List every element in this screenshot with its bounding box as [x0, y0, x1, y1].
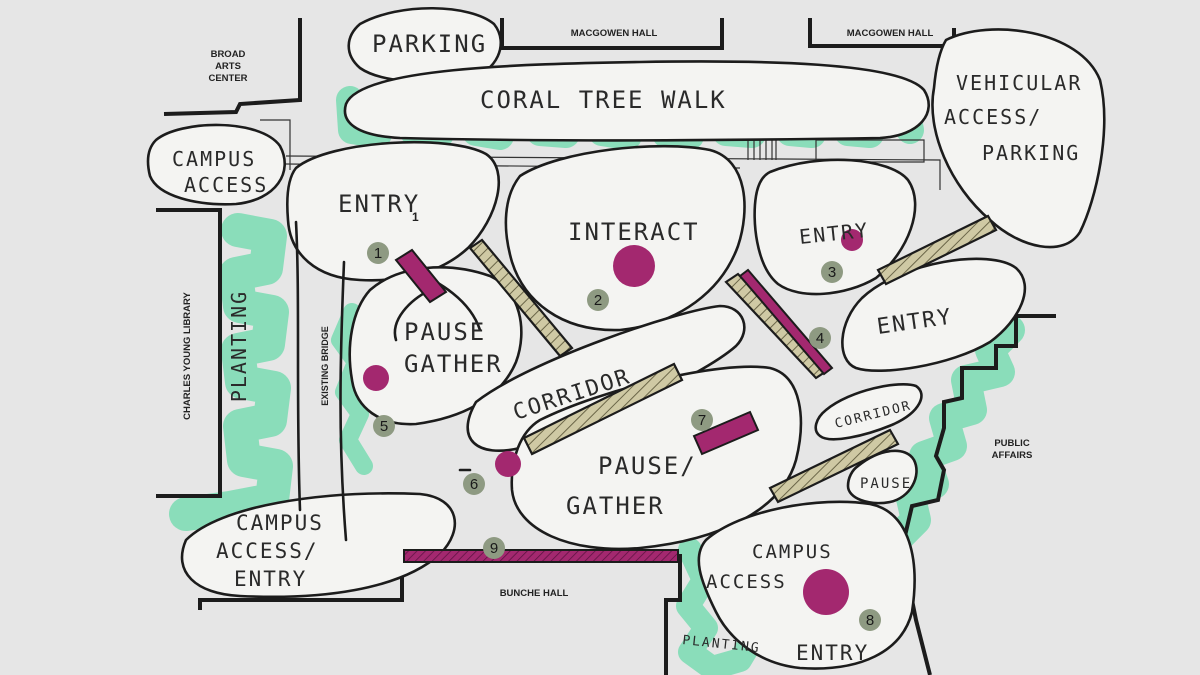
label-pause-small: PAUSE [860, 476, 912, 492]
label-public-affairs-1: PUBLIC [994, 438, 1030, 449]
label-charles-young: CHARLES YOUNG LIBRARY [182, 291, 193, 419]
zone-bubbles [146, 6, 1106, 670]
plum-wall-4 [738, 268, 834, 376]
bubble-entry-mid-right [841, 257, 1027, 372]
marker-7: 7 [691, 409, 713, 431]
plum-dot-campus-access [803, 569, 849, 615]
label-campus-access-left-1: CAMPUS [172, 147, 256, 171]
label-bunche-hall: BUNCHE HALL [500, 588, 569, 599]
label-existing-bridge: EXISTING BRIDGE [320, 326, 330, 406]
label-coral-tree-walk: CORAL TREE WALK [480, 86, 727, 114]
hatched-wall-e [768, 428, 900, 504]
plum-seating-1 [394, 248, 448, 304]
label-pause-gather-center-1: PAUSE/ [598, 452, 697, 480]
svg-text:6: 6 [470, 476, 478, 493]
zone-labels: PARKING CORAL TREE WALK VEHICULAR ACCESS… [172, 30, 1082, 665]
hatched-walls [468, 214, 998, 504]
label-macgowen-left: MACGOWEN HALL [571, 28, 658, 39]
bubble-corridor-center [466, 304, 746, 453]
bubble-campus-access-left [146, 123, 286, 206]
planting-wash-bridge [331, 303, 373, 475]
label-pause-gather-left-1: PAUSE [404, 318, 486, 346]
marker-9: 9 [483, 537, 505, 559]
label-planting-left: PLANTING [227, 290, 251, 402]
marker-4: 4 [809, 327, 831, 349]
plum-dot-pause-left [363, 365, 389, 391]
svg-text:8: 8 [866, 612, 874, 629]
marker-2: 2 [587, 289, 609, 311]
label-campus-br-2: ACCESS [706, 571, 787, 593]
svg-text:2: 2 [594, 292, 602, 309]
plum-dot-6 [495, 451, 521, 477]
building-labels: BROAD ARTS CENTER MACGOWEN HALL MACGOWEN… [182, 28, 1032, 599]
label-pause-gather-left-2: GATHER [404, 350, 503, 378]
label-interact: INTERACT [568, 218, 700, 246]
plum-dot-entry-right [841, 229, 863, 251]
label-campus-bl-2: ACCESS/ [216, 539, 319, 563]
label-annotation-1: 1 [412, 210, 419, 224]
bubble-corridor-right [814, 382, 923, 441]
label-campus-access-left-2: ACCESS [184, 173, 268, 197]
label-broad-arts-1: BROAD [211, 49, 246, 60]
label-vehicular-2: ACCESS/ [944, 105, 1042, 129]
bubble-pause-small [846, 449, 918, 505]
svg-text:3: 3 [828, 264, 836, 281]
marker-6: 6 [463, 473, 485, 495]
label-campus-br-3: ENTRY [796, 641, 869, 665]
plum-seating-7 [692, 410, 760, 456]
label-public-affairs-2: AFFAIRS [992, 450, 1033, 461]
svg-text:4: 4 [816, 330, 824, 347]
label-entry-left: ENTRY [338, 190, 420, 218]
label-vehicular-3: PARKING [982, 141, 1080, 165]
planting-wash-right [881, 315, 1025, 555]
label-campus-bl-1: CAMPUS [236, 511, 324, 535]
label-macgowen-right: MACGOWEN HALL [847, 28, 934, 39]
hatched-wall-b [522, 362, 684, 456]
label-campus-bl-3: ENTRY [234, 567, 307, 591]
bubble-coral-tree-walk [343, 60, 930, 142]
label-vehicular-1: VEHICULAR [956, 71, 1082, 95]
label-campus-br-1: CAMPUS [752, 541, 833, 563]
label-broad-arts-2: ARTS [215, 61, 241, 72]
label-parking: PARKING [372, 30, 487, 58]
bubble-interact [504, 144, 746, 332]
marker-3: 3 [821, 261, 843, 283]
svg-text:7: 7 [698, 412, 706, 429]
marker-1: 1 [367, 242, 389, 264]
plum-dot-interact [613, 245, 655, 287]
svg-text:5: 5 [380, 418, 388, 435]
svg-text:9: 9 [490, 540, 498, 557]
hatched-wall-a [468, 238, 574, 358]
label-broad-arts-3: CENTER [208, 73, 247, 84]
bubble-vehicular [931, 28, 1106, 249]
plum-elements [363, 229, 863, 615]
marker-8: 8 [859, 609, 881, 631]
marker-5: 5 [373, 415, 395, 437]
svg-text:1: 1 [374, 245, 382, 262]
hatched-wall-d [876, 214, 998, 286]
label-pause-gather-center-2: GATHER [566, 492, 665, 520]
planting-wash-left [169, 213, 293, 531]
bubble-entry-right [753, 158, 917, 296]
bubble-entry-left [285, 140, 501, 282]
plum-wall-9 [403, 549, 679, 563]
